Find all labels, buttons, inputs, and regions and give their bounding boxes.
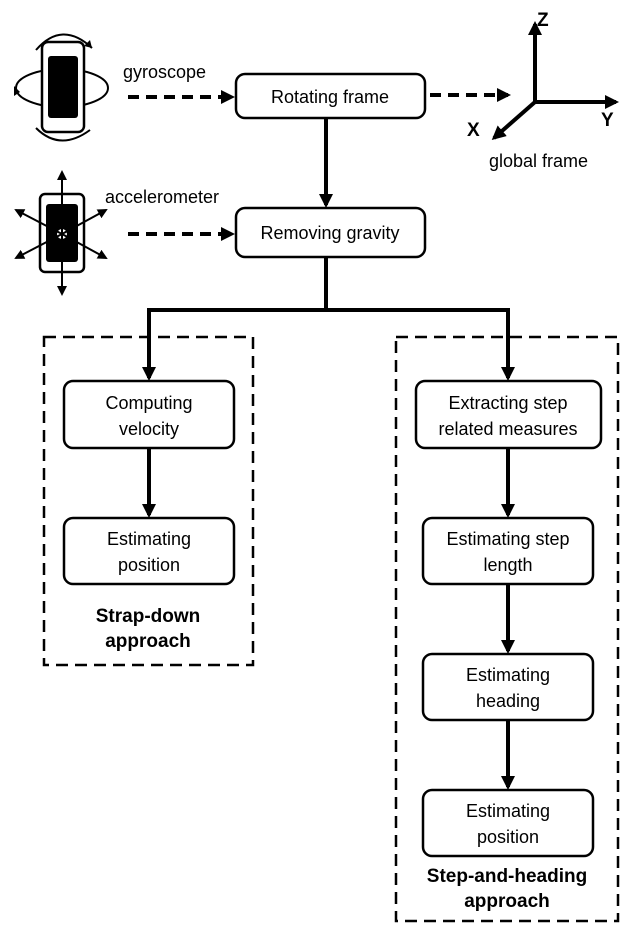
strap-down-estimating-position-node: Estimating position <box>62 516 236 586</box>
extracting-step-node: Extracting step related measures <box>414 379 603 450</box>
accelerometer-label: accelerometer <box>105 187 219 207</box>
x-axis-label: X <box>467 120 480 141</box>
svg-text:position: position <box>477 827 539 847</box>
step-and-heading-title-line1: Step-and-heading <box>427 866 587 887</box>
svg-text:Estimating step: Estimating step <box>446 529 569 549</box>
strap-down-title-line2: approach <box>105 631 191 652</box>
global-frame-label: global frame <box>489 151 588 171</box>
svg-text:Computing: Computing <box>105 393 192 413</box>
step-and-heading-estimating-position-node: Estimating position <box>421 788 595 858</box>
strap-down-title-line1: Strap-down <box>96 606 201 627</box>
z-axis-label: Z <box>537 10 549 31</box>
svg-text:Estimating: Estimating <box>466 665 550 685</box>
step-and-heading-group <box>394 335 620 923</box>
svg-text:length: length <box>483 555 532 575</box>
svg-text:heading: heading <box>476 691 540 711</box>
rotating-frame-node: Rotating frame <box>234 72 427 120</box>
svg-text:velocity: velocity <box>119 419 179 439</box>
svg-text:Estimating: Estimating <box>466 801 550 821</box>
removing-gravity-node: Removing gravity <box>234 206 427 259</box>
y-axis-label: Y <box>601 110 614 131</box>
step-and-heading-title-line2: approach <box>464 891 550 912</box>
axes-icon <box>491 21 619 140</box>
svg-text:Estimating: Estimating <box>107 529 191 549</box>
svg-text:position: position <box>118 555 180 575</box>
computing-velocity-node: Computing velocity <box>62 379 236 450</box>
gyroscope-label: gyroscope <box>123 62 206 82</box>
phone-acceleration-icon <box>14 170 108 296</box>
svg-text:Extracting step: Extracting step <box>448 393 567 413</box>
svg-text:related measures: related measures <box>438 419 577 439</box>
phone-rotation-icon <box>14 33 109 142</box>
svg-text:Removing gravity: Removing gravity <box>260 223 399 243</box>
estimating-step-length-node: Estimating step length <box>421 516 595 586</box>
svg-text:Rotating frame: Rotating frame <box>271 87 389 107</box>
estimating-heading-node: Estimating heading <box>421 652 595 722</box>
